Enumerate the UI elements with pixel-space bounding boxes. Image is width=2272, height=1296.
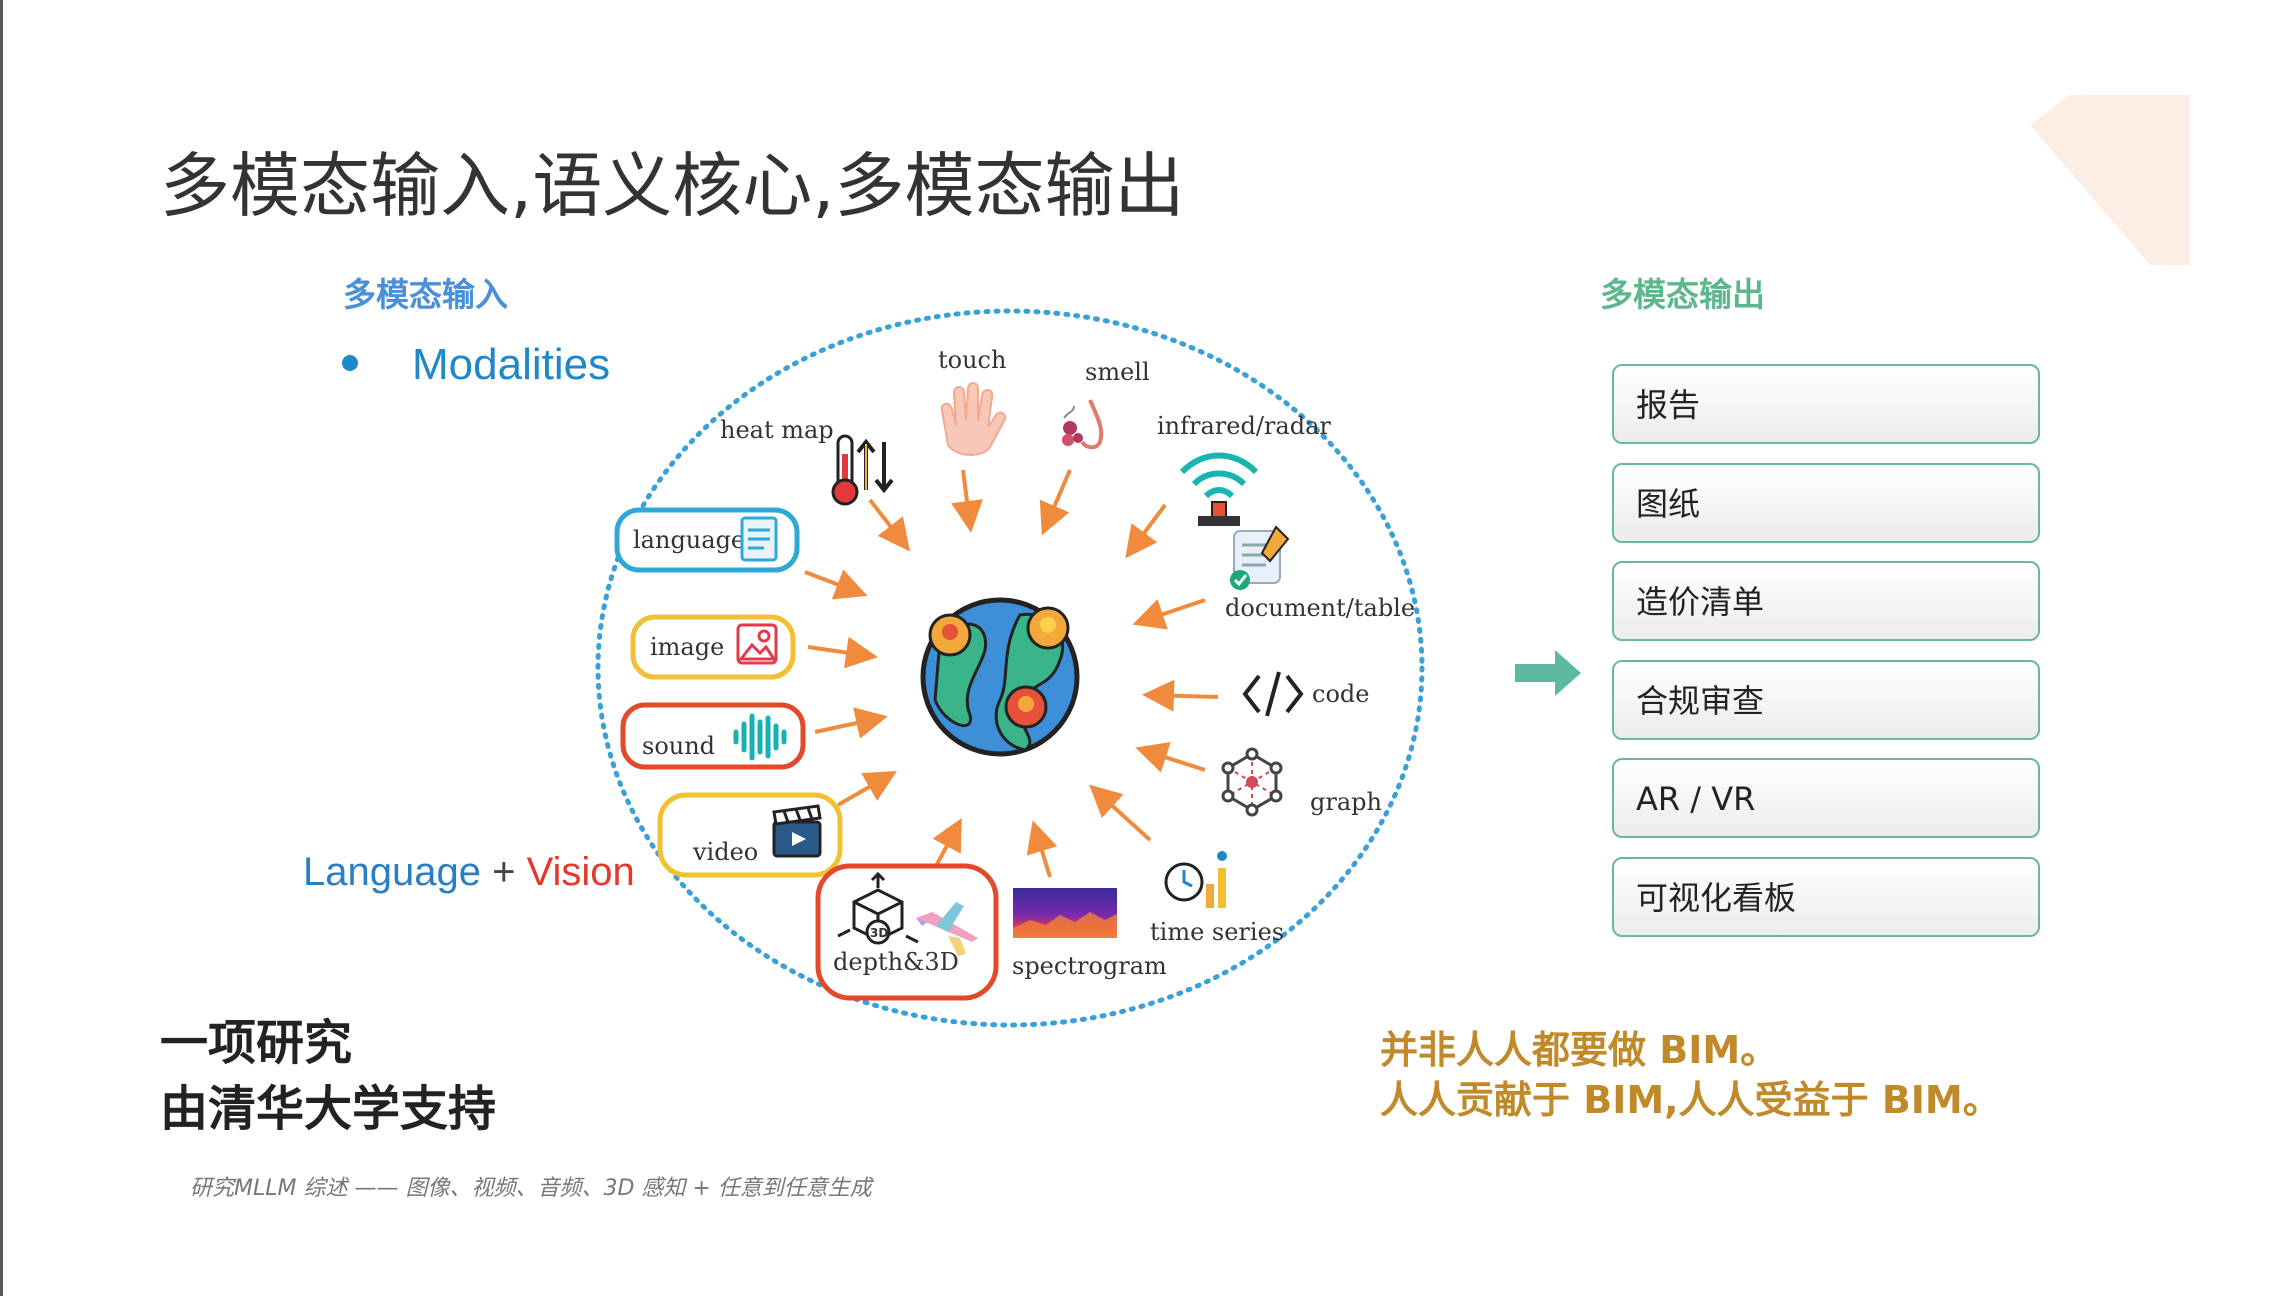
sound-box: sound	[620, 702, 806, 770]
modalities-label: Modalities	[412, 340, 611, 389]
bim-line-1: 并非人人都要做 BIM。	[1380, 1028, 1779, 1072]
code-icon	[1242, 671, 1304, 717]
output-heading: 多模态输出	[1600, 275, 1765, 314]
graph-label: graph	[1310, 788, 1382, 816]
thermometer-icon	[831, 434, 894, 506]
time-series-label: time series	[1150, 918, 1284, 946]
bullet-dot	[342, 355, 358, 371]
language-word: Language	[303, 850, 481, 894]
cube-3d-icon: 3D	[837, 871, 919, 945]
language-vision-label: Language + Vision	[303, 850, 635, 895]
right-arrow-icon	[1515, 650, 1581, 696]
heat-map-label: heat map	[720, 416, 834, 444]
footer-caption: 研究MLLM 综述 —— 图像、视频、音频、3D 感知 + 任意到任意生成	[190, 1176, 872, 1201]
bim-line-2: 人人贡献于 BIM,人人受益于 BIM。	[1380, 1078, 2001, 1122]
spectrogram-image	[1013, 888, 1117, 938]
graph-icon	[1221, 747, 1283, 817]
document-label: document/table	[1225, 594, 1415, 622]
checklist-icon	[1230, 525, 1290, 590]
modality-circle	[595, 308, 1425, 1028]
spectrogram-label: spectrogram	[1012, 952, 1167, 980]
output-item-report[interactable]: 报告	[1612, 364, 2040, 444]
clapperboard-icon	[772, 804, 822, 858]
left-border	[0, 0, 3, 1296]
page-title: 多模态输入,语义核心,多模态输出	[160, 145, 1185, 227]
smell-label: smell	[1085, 358, 1150, 386]
output-item-ar-vr[interactable]: AR / VR	[1612, 758, 2040, 838]
arrows	[804, 469, 1219, 878]
input-heading: 多模态输入	[343, 275, 508, 314]
nose-icon	[1062, 399, 1104, 450]
output-item-cost-list[interactable]: 造价清单	[1612, 561, 2040, 641]
image-box: image	[630, 614, 796, 680]
vision-word: Vision	[526, 850, 635, 894]
output-item-compliance[interactable]: 合规审查	[1612, 660, 2040, 740]
clock-chart-icon	[1164, 851, 1227, 908]
study-note: 一项研究 由清华大学支持	[160, 1010, 496, 1142]
video-label: video	[692, 838, 758, 866]
output-item-dashboard[interactable]: 可视化看板	[1612, 857, 2040, 937]
corner-decoration	[2030, 95, 2190, 265]
video-box: video	[657, 792, 843, 878]
infrared-label: infrared/radar	[1157, 412, 1331, 440]
plus-sign: +	[492, 850, 516, 894]
sound-label: sound	[642, 732, 715, 760]
picture-icon	[736, 623, 778, 665]
output-item-drawings[interactable]: 图纸	[1612, 463, 2040, 543]
document-icon	[740, 516, 778, 562]
bim-statement: 并非人人都要做 BIM。 人人贡献于 BIM,人人受益于 BIM。	[1380, 1025, 2001, 1125]
language-box: language	[614, 507, 800, 573]
image-label: image	[650, 633, 724, 661]
code-label: code	[1312, 680, 1369, 708]
hand-icon	[940, 382, 1006, 456]
depth-3d-label: depth&3D	[833, 948, 959, 976]
radar-icon	[1179, 452, 1259, 526]
language-label: language	[633, 526, 745, 554]
badge-3d: 3D	[870, 926, 888, 940]
depth-3d-box: 3D depth&3D	[815, 863, 999, 1001]
globe-icon	[920, 597, 1080, 757]
study-line-2: 由清华大学支持	[160, 1081, 497, 1137]
touch-label: touch	[938, 346, 1006, 374]
waveform-icon	[733, 713, 787, 761]
study-line-1: 一项研究	[160, 1015, 353, 1071]
airplane-icon	[916, 902, 978, 956]
